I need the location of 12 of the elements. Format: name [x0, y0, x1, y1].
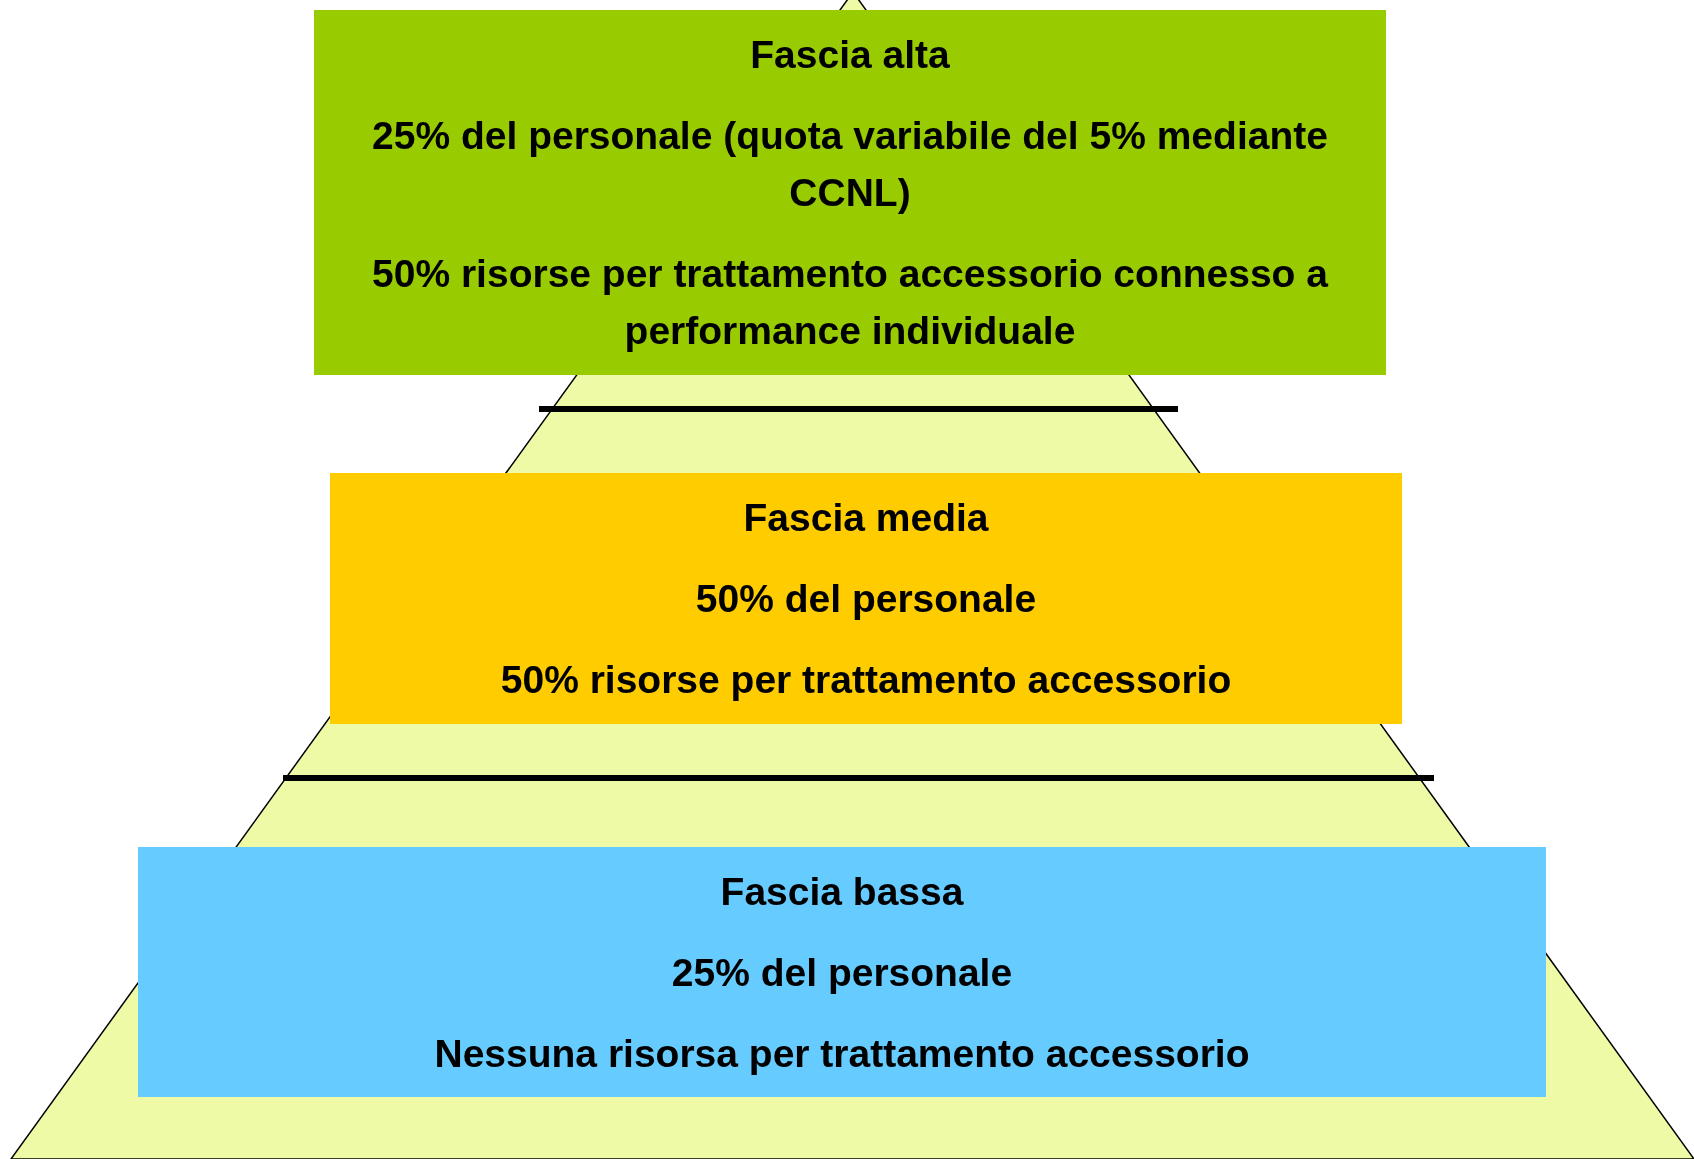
tier-box: [314, 10, 1386, 375]
tier-heading: Fascia media: [743, 495, 989, 541]
tier-heading: Fascia alta: [750, 32, 950, 78]
tier-box: [330, 473, 1402, 724]
tier-box: [138, 847, 1546, 1097]
tier-description: Nessuna risorsa per trattamento accessorio: [434, 1030, 1250, 1077]
tier-description: 25% del personale: [671, 949, 1013, 996]
tier-description: 50% risorse per trattamento accessorio: [500, 657, 1232, 703]
tier-description: 50% del personale: [695, 576, 1037, 622]
tier-heading: Fascia bassa: [720, 868, 964, 915]
tier-description: 50% risorse per trattamento accessorio connesso a performance individuale: [371, 251, 1330, 354]
tier-description: 25% del personale (quota variabile del 5% mediante CCNL): [371, 113, 1329, 216]
